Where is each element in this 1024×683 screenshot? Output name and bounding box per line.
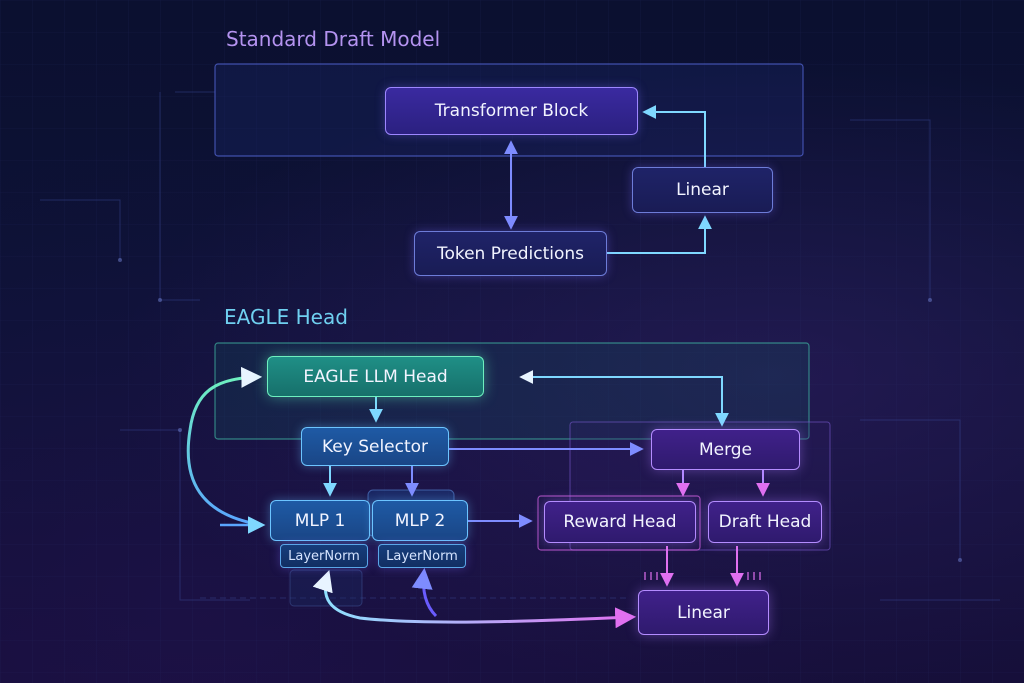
- section-title-standard-draft-model: Standard Draft Model: [226, 27, 441, 51]
- layernorm-2-node: LayerNorm: [378, 544, 466, 568]
- layernorm-1-node: LayerNorm: [280, 544, 368, 568]
- draft-head-node: Draft Head: [708, 501, 822, 543]
- transformer-block-node: Transformer Block: [385, 87, 638, 135]
- mlp-2-node: MLP 2: [372, 500, 468, 541]
- key-selector-node: Key Selector: [301, 427, 449, 466]
- linear-top-node: Linear: [632, 167, 773, 213]
- section-title-eagle-head: EAGLE Head: [224, 305, 348, 329]
- linear-bottom-node: Linear: [638, 590, 769, 635]
- token-predictions-node: Token Predictions: [414, 231, 607, 276]
- reward-head-node: Reward Head: [544, 501, 696, 543]
- merge-node: Merge: [651, 429, 800, 470]
- mlp-1-node: MLP 1: [270, 500, 370, 541]
- eagle-llm-head-node: EAGLE LLM Head: [267, 356, 484, 397]
